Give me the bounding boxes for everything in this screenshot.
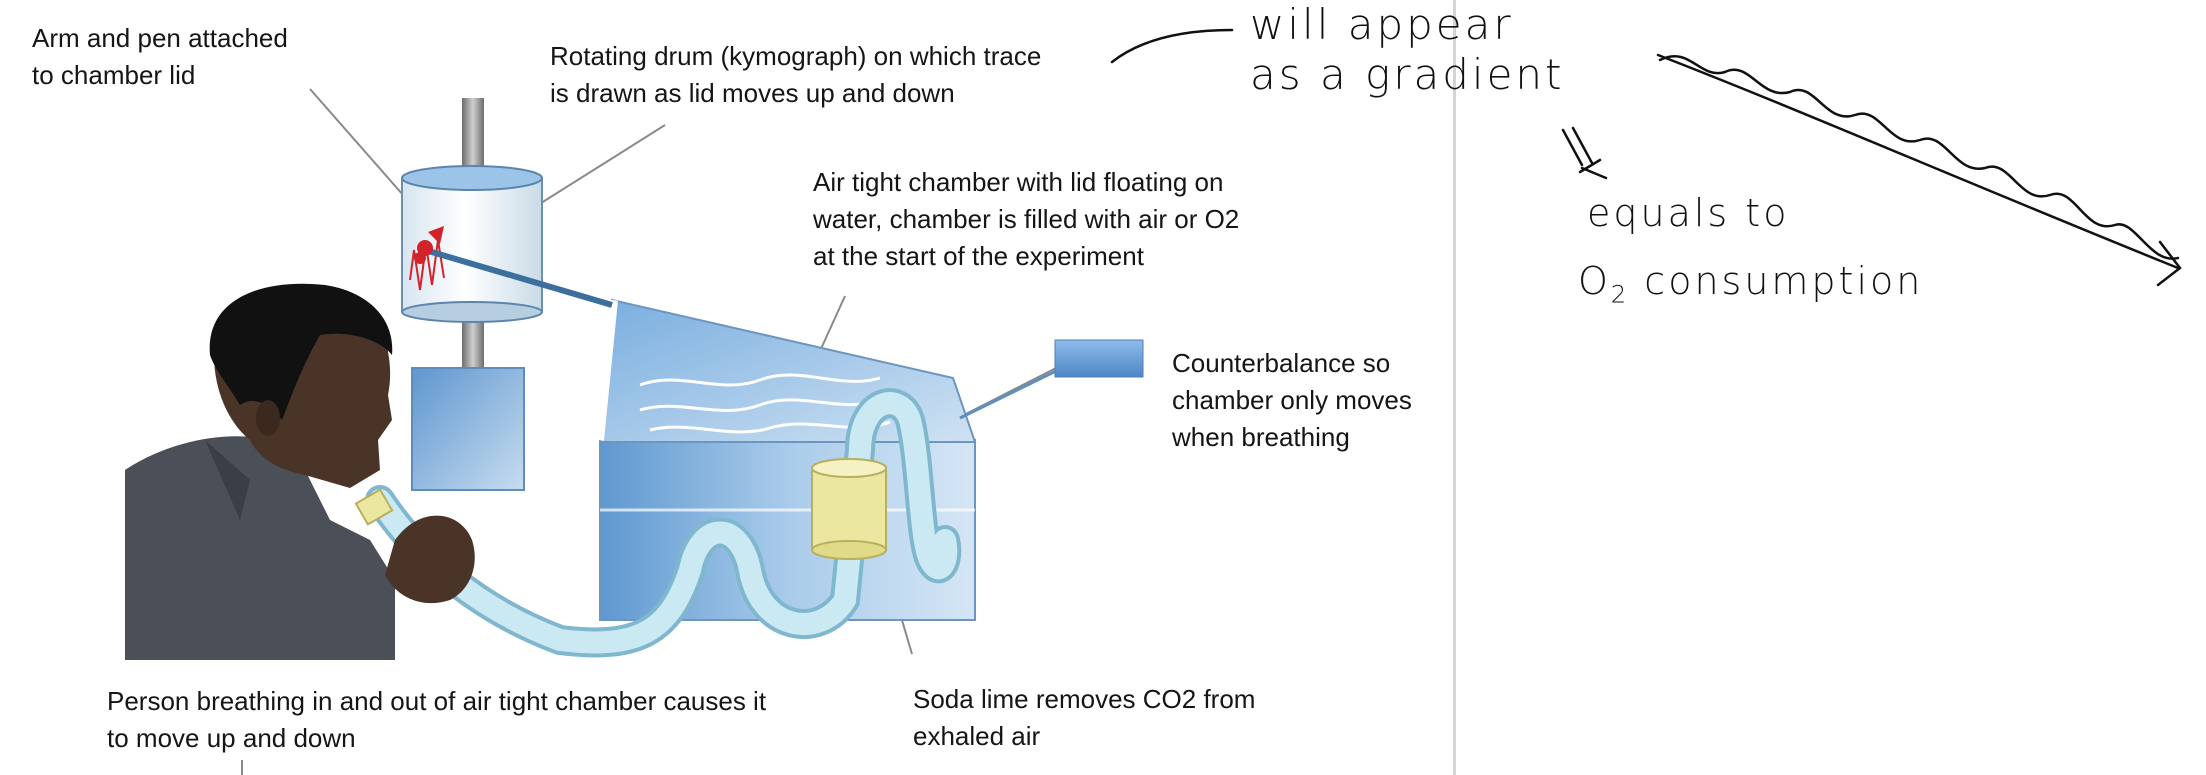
label-arm-pen: Arm and pen attached to chamber lid <box>32 23 288 90</box>
mouthpiece <box>354 488 394 526</box>
implies-arrow <box>1561 126 1608 180</box>
label-chamber: Air tight chamber with lid floating on w… <box>813 167 1240 271</box>
label-counterbalance: Counterbalance so chamber only moves whe… <box>1172 348 1412 452</box>
note-o2-consumption: O2 consumption <box>1578 259 1924 309</box>
drum-base-block <box>411 367 525 491</box>
water-surface <box>639 373 881 387</box>
note-connector <box>1110 28 1234 64</box>
soda-lime-canister <box>811 458 887 560</box>
person-hand <box>385 515 475 604</box>
label-soda-lime: Soda lime removes CO2 from exhaled air <box>913 684 1256 751</box>
person <box>125 283 475 660</box>
person-shirt <box>125 436 395 660</box>
note-gradient: will appear as a gradient <box>1250 0 1565 99</box>
pen-arm <box>414 226 613 308</box>
arrow-head <box>2156 240 2182 287</box>
breathing-tube <box>365 388 962 658</box>
counterbalance <box>959 339 1144 420</box>
leader-drum <box>529 124 666 211</box>
person-hair <box>209 283 393 420</box>
label-person: Person breathing in and out of air tight… <box>107 686 767 753</box>
kymograph-drum <box>401 98 543 491</box>
trend-line <box>1656 53 2180 270</box>
gradient-sketch <box>1110 28 2182 287</box>
page-divider <box>1453 0 1456 775</box>
note-equals: equals to <box>1587 191 1790 235</box>
label-drum: Rotating drum (kymograph) on which trace… <box>550 41 1042 108</box>
oscillation-trace <box>1658 55 2180 260</box>
